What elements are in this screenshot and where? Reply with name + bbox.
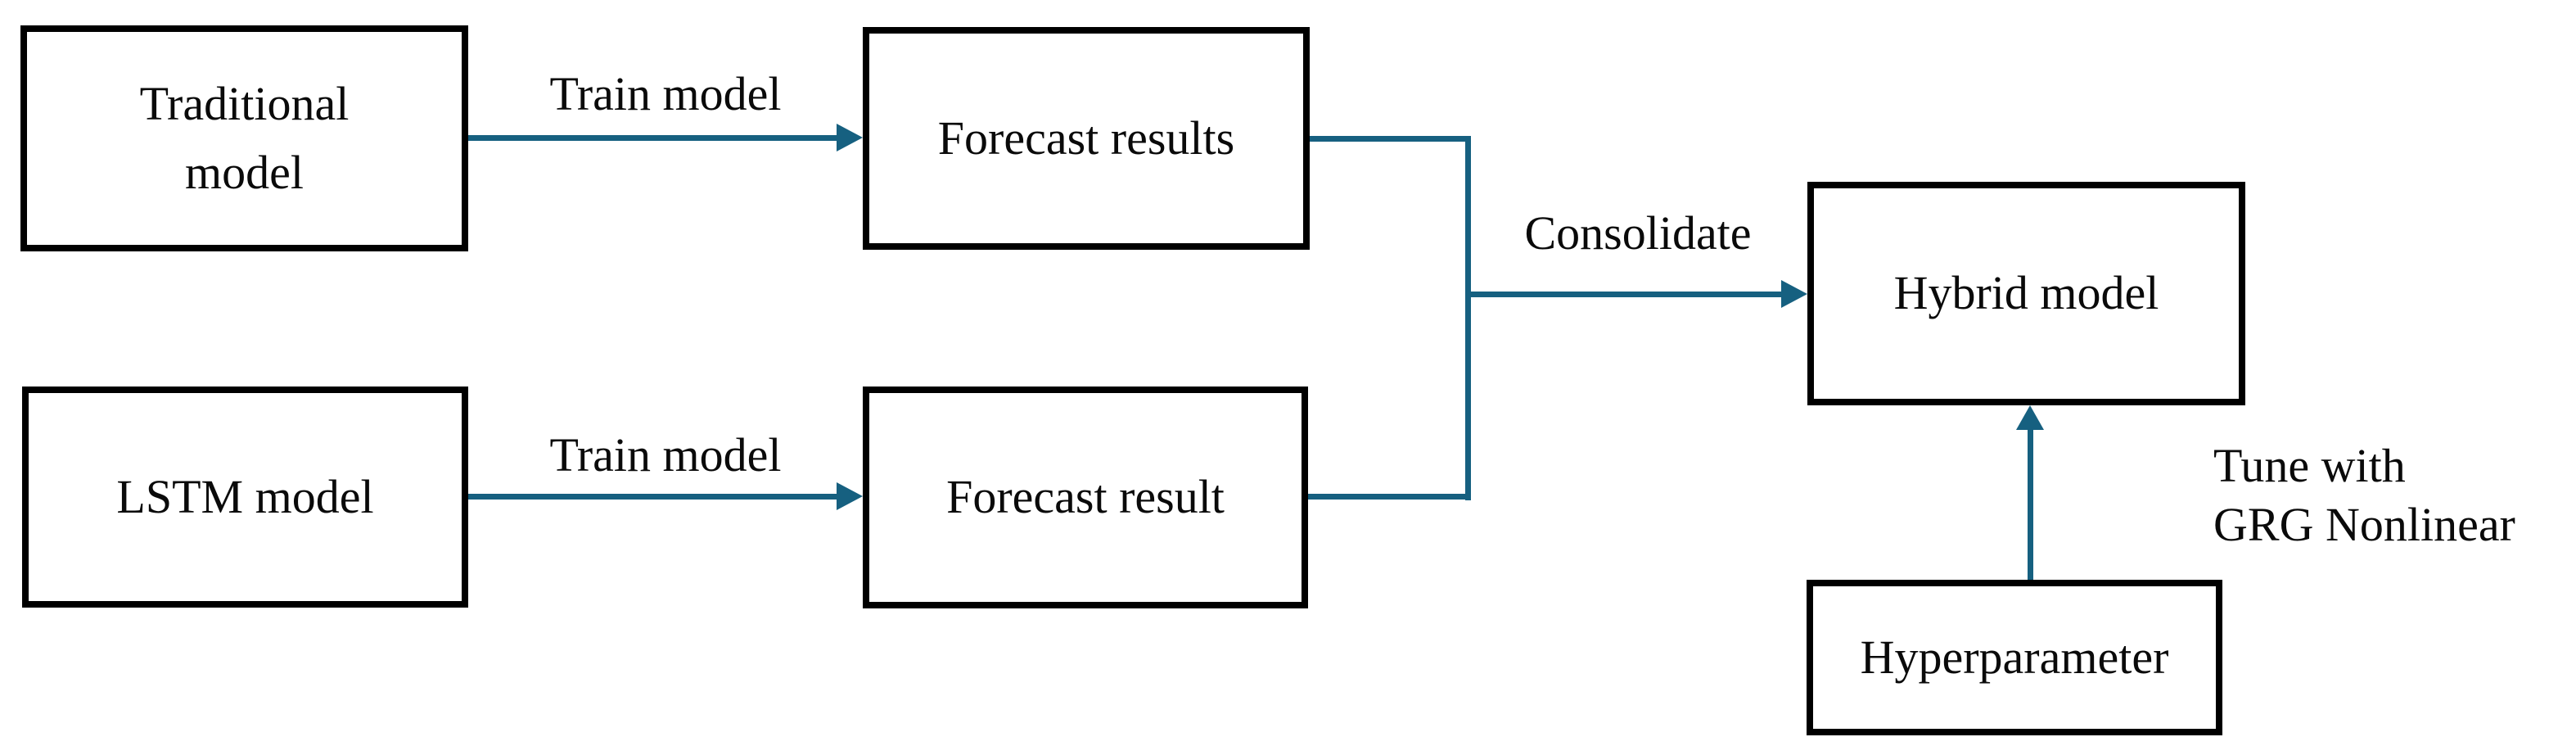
consolidate-arrow-shaft	[1468, 292, 1783, 297]
tune-arrowhead-icon	[2016, 405, 2044, 430]
hybrid-model-box: Hybrid model	[1807, 182, 2245, 405]
train-top-arrow-shaft	[468, 135, 838, 141]
lstm-model-box: LSTM model	[22, 387, 468, 608]
hyperparameter-label: Hyperparameter	[1860, 630, 2169, 684]
hyperparameter-box: Hyperparameter	[1807, 580, 2222, 735]
forecast-results-label: Forecast results	[937, 111, 1235, 165]
forecast-result-label: Forecast result	[946, 470, 1225, 524]
merge-connector-bottom-segment	[1308, 494, 1471, 500]
train-bottom-arrowhead-icon	[837, 482, 863, 510]
merge-connector-top-segment	[1310, 136, 1471, 142]
lstm-model-label: LSTM model	[116, 469, 374, 523]
train-model-bottom-label: Train model	[549, 428, 782, 481]
tune-grg-nonlinear-label: Tune with GRG Nonlinear	[2213, 439, 2515, 551]
hybrid-model-label: Hybrid model	[1893, 266, 2159, 320]
merge-connector-vertical-segment	[1465, 136, 1471, 500]
train-bottom-arrow-shaft	[468, 494, 838, 500]
consolidate-arrowhead-icon	[1781, 280, 1807, 308]
consolidate-label: Consolidate	[1524, 206, 1752, 260]
train-top-arrowhead-icon	[837, 124, 863, 151]
forecast-results-box: Forecast results	[863, 27, 1310, 250]
traditional-model-box: Traditional model	[20, 25, 468, 251]
train-model-top-label: Train model	[549, 67, 782, 120]
forecast-result-box: Forecast result	[863, 387, 1308, 608]
traditional-model-label: Traditional model	[139, 76, 350, 199]
tune-arrow-shaft	[2028, 430, 2033, 580]
